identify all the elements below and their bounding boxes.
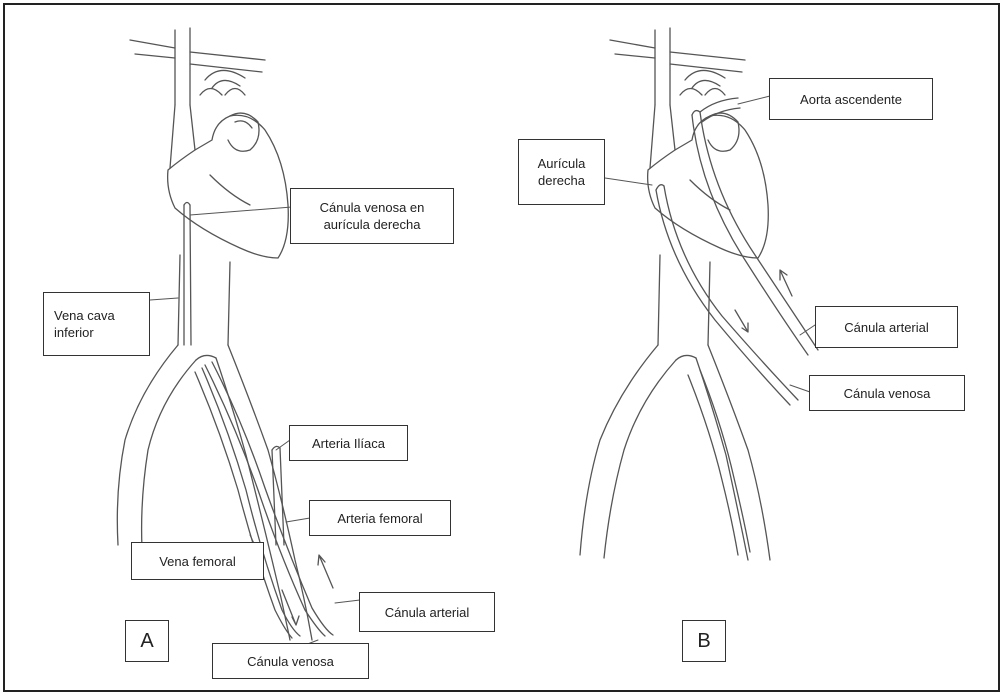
panel-a-legs — [116, 344, 334, 641]
label-inferior-vena-cava: Vena cava inferior — [43, 292, 150, 356]
panel-b-great-vessels — [609, 27, 746, 169]
label-femoral-artery: Arteria femoral — [309, 500, 451, 536]
panel-a-heart — [167, 112, 289, 259]
label-femoral-vein: Vena femoral — [131, 542, 264, 580]
panel-a-ivc — [177, 201, 231, 346]
panel-b-arrows — [734, 269, 793, 333]
panel-a-arrows — [281, 554, 334, 626]
panel-a-great-vessels — [129, 27, 266, 169]
panel-a-drawing — [116, 27, 361, 646]
label-venous-cannula-b: Cánula venosa — [809, 375, 965, 411]
panel-b-leaders — [604, 95, 816, 393]
label-ascending-aorta: Aorta ascendente — [769, 78, 933, 120]
panel-b-venous-cannula — [655, 184, 799, 406]
label-venous-cannula-atrium: Cánula venosa en aurícula derecha — [290, 188, 454, 244]
panel-b-legs — [579, 344, 771, 561]
panel-b-drawing — [579, 27, 819, 561]
label-arterial-cannula-a: Cánula arterial — [359, 592, 495, 632]
panel-b-arterial-cannula — [691, 97, 819, 356]
panel-letter-a: A — [125, 620, 169, 662]
panel-b-ivc — [657, 254, 711, 346]
label-iliac-artery: Arteria Ilíaca — [289, 425, 408, 461]
label-venous-cannula-a: Cánula venosa — [212, 643, 369, 679]
label-arterial-cannula-b: Cánula arterial — [815, 306, 958, 348]
panel-letter-b: B — [682, 620, 726, 662]
figure-frame — [3, 3, 1000, 692]
label-right-atrium: Aurícula derecha — [518, 139, 605, 205]
